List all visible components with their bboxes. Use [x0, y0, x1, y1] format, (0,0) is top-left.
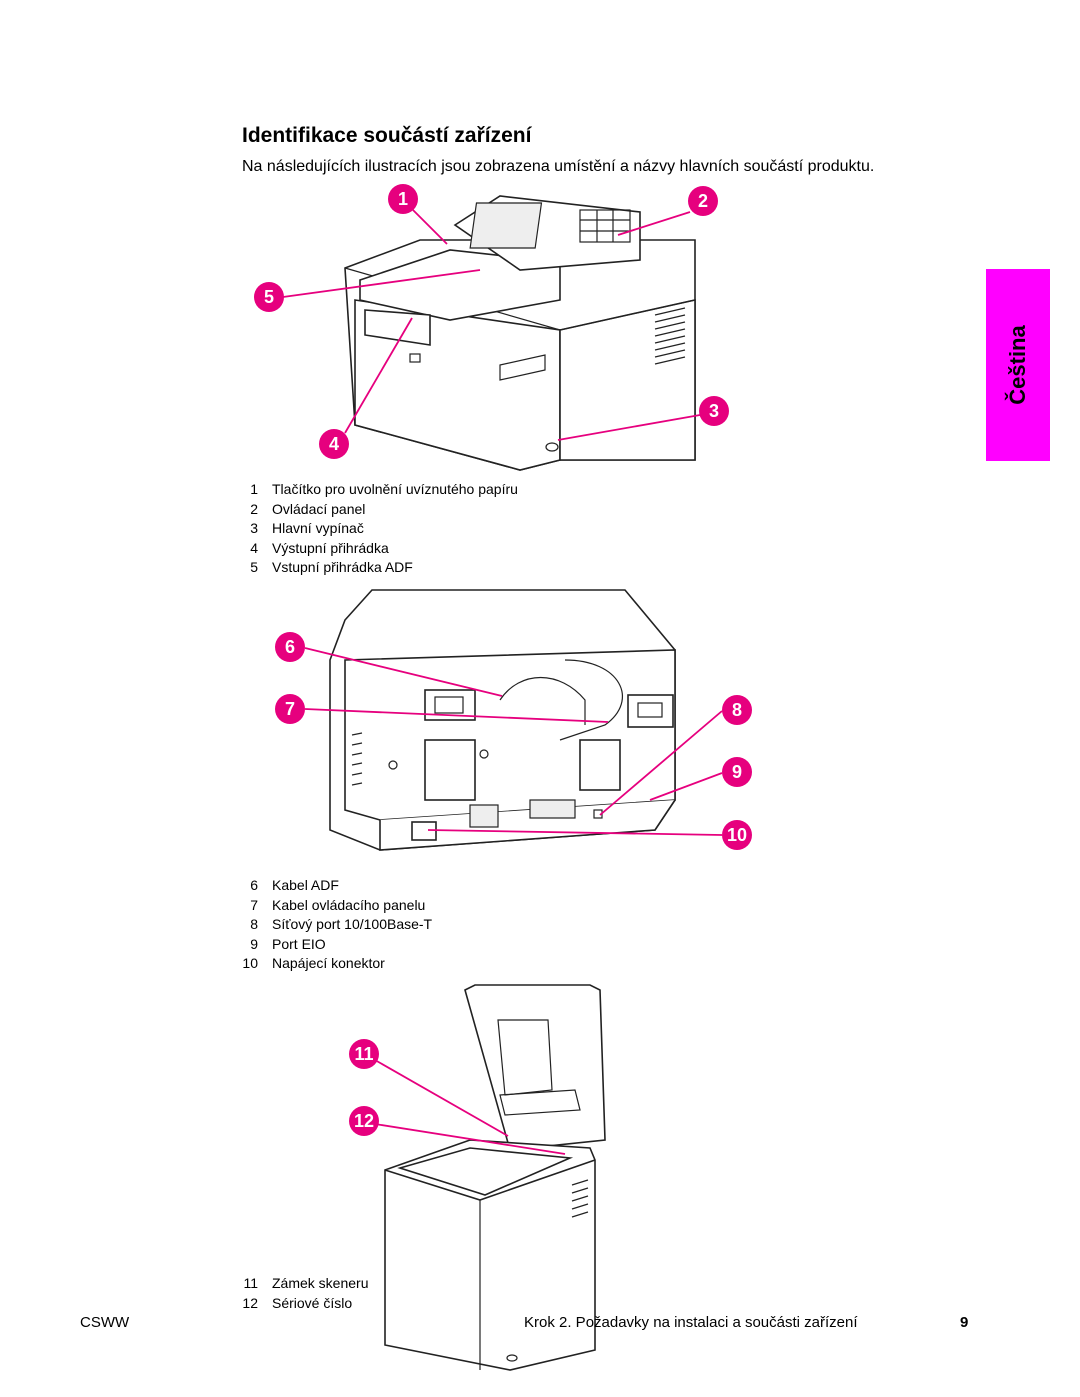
page-title: Identifikace součástí zařízení [242, 124, 532, 147]
device-lid-open-illustration [384, 984, 606, 1371]
callout-9: 9 [722, 757, 752, 787]
svg-text:12: 12 [354, 1111, 374, 1131]
callout-5: 5 [254, 282, 284, 312]
callout-12: 12 [349, 1106, 379, 1136]
callout-6: 6 [275, 632, 305, 662]
svg-text:6: 6 [285, 637, 295, 657]
footer-doc-code: CSWW [80, 1314, 130, 1331]
language-tab: Čeština [986, 269, 1050, 461]
callout-7: 7 [275, 694, 305, 724]
callout-1: 1 [388, 184, 418, 214]
callout-8: 8 [722, 695, 752, 725]
svg-text:5: 5 [264, 287, 274, 307]
svg-text:9: 9 [732, 762, 742, 782]
svg-text:8: 8 [732, 700, 742, 720]
svg-text:3: 3 [709, 401, 719, 421]
callout-4: 4 [319, 429, 349, 459]
svg-text:7: 7 [285, 699, 295, 719]
callout-10: 10 [722, 820, 752, 850]
callout-3: 3 [699, 396, 729, 426]
svg-text:10: 10 [727, 825, 747, 845]
svg-text:2: 2 [698, 191, 708, 211]
callout-11: 11 [349, 1039, 379, 1069]
page-number: 9 [960, 1314, 969, 1331]
intro-text: Na následujících ilustracích jsou zobraz… [242, 158, 875, 175]
svg-text:4: 4 [329, 434, 339, 454]
callout-2: 2 [688, 186, 718, 216]
device-front-illustration [344, 195, 696, 471]
svg-text:1: 1 [398, 189, 408, 209]
svg-text:11: 11 [354, 1044, 373, 1064]
keypad-illustration [579, 209, 631, 243]
device-rear-illustration [329, 589, 676, 851]
footer-chapter-title: Krok 2. Požadavky na instalaci a součást… [524, 1314, 858, 1331]
